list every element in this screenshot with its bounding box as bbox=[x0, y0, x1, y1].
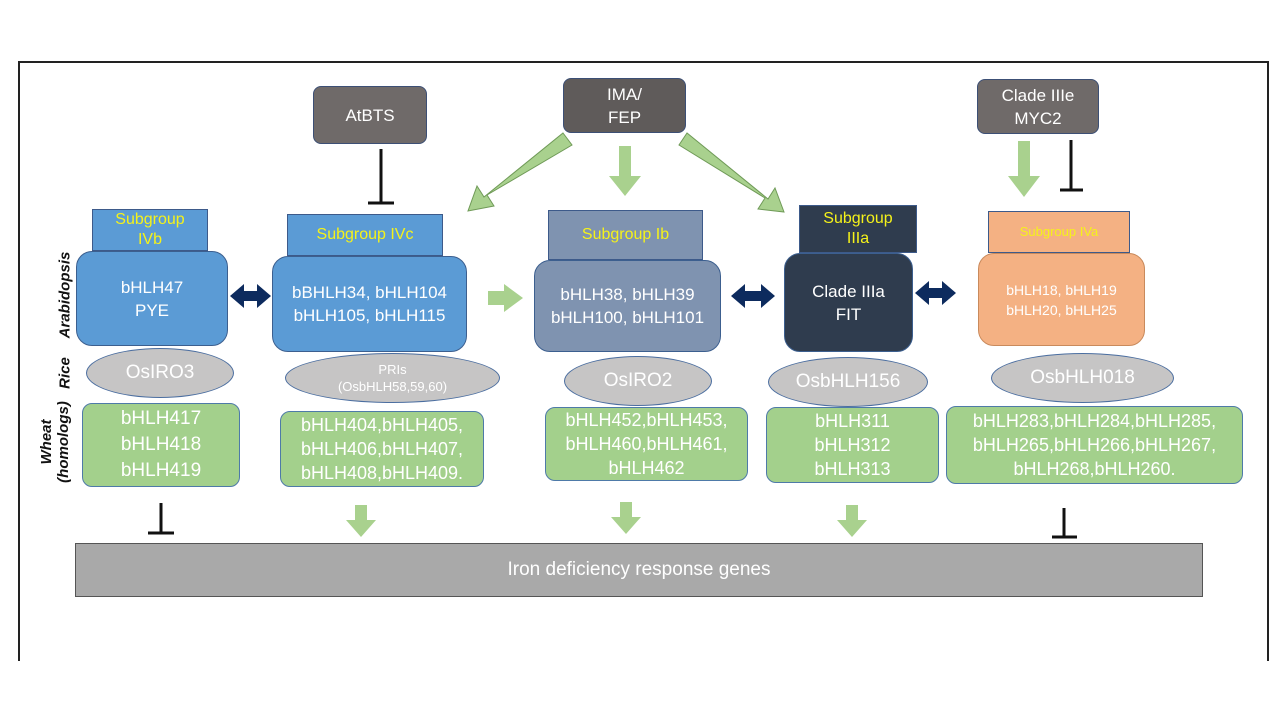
ib-to-genes-arrow bbox=[611, 502, 641, 534]
clade3e-to-iva-arrow bbox=[1008, 141, 1040, 197]
iva-inhibition-mark bbox=[1052, 508, 1077, 539]
atbts-box: AtBTS bbox=[313, 86, 427, 144]
iron-deficiency-genes-label: Iron deficiency response genes bbox=[507, 559, 771, 580]
ivc-to-genes-arrow bbox=[346, 505, 376, 537]
ima-fep-box: IMA/ FEP bbox=[563, 78, 686, 133]
ivc-rice-ellipse: PRIs(OsbHLH58,59,60) bbox=[285, 353, 500, 403]
fep-label: FEP bbox=[607, 107, 642, 127]
ivc-wheat-box: bHLH404,bHLH405,bHLH406,bHLH407,bHLH408,… bbox=[280, 411, 484, 487]
subgroup-ivc-header: Subgroup IVc bbox=[287, 214, 443, 256]
ivc-to-ib-arrow bbox=[488, 284, 523, 312]
ib-iiia-interaction-arrow bbox=[731, 284, 775, 308]
subgroup-ib-header: Subgroup Ib bbox=[548, 210, 703, 260]
ivb-ivc-interaction-arrow bbox=[230, 284, 271, 308]
ima-to-iiia-arrow bbox=[678, 132, 785, 213]
ima-to-ivc-arrow bbox=[467, 132, 573, 212]
ib-rice-ellipse: OsIRO2 bbox=[564, 356, 712, 406]
clade3e-box: Clade IIIe MYC2 bbox=[977, 79, 1099, 134]
ima-to-ib-arrow bbox=[609, 146, 641, 196]
iva-rice-ellipse: OsbHLH018 bbox=[991, 353, 1174, 403]
diagram-frame bbox=[18, 61, 1269, 661]
ivb-inhibition-mark bbox=[148, 503, 174, 535]
ivb-rice-ellipse: OsIRO3 bbox=[86, 348, 234, 398]
myc2-label: MYC2 bbox=[1014, 108, 1062, 128]
atbts-inhibition-mark bbox=[368, 149, 394, 205]
arabidopsis-side-label: Arabidopsis bbox=[56, 251, 74, 339]
wheat-side-label: Wheat(homologs) bbox=[38, 401, 72, 483]
iiia-iva-interaction-arrow bbox=[915, 281, 956, 305]
clade3e-label: Clade IIIe bbox=[1001, 85, 1075, 105]
iron-deficiency-genes-bar: Iron deficiency response genes bbox=[75, 543, 1203, 597]
ib-wheat-box: bHLH452,bHLH453,bHLH460,bHLH461,bHLH462 bbox=[545, 407, 748, 481]
ima-label: IMA/ bbox=[607, 84, 642, 104]
atbts-label: AtBTS bbox=[345, 105, 395, 125]
iva-wheat-box: bHLH283,bHLH284,bHLH285,bHLH265,bHLH266,… bbox=[946, 406, 1243, 484]
subgroup-iva-header: Subgroup IVa bbox=[988, 211, 1130, 253]
clade3e-inhibition-mark bbox=[1060, 140, 1083, 192]
iiia-rice-ellipse: OsbHLH156 bbox=[768, 357, 928, 407]
iiia-to-genes-arrow bbox=[837, 505, 867, 537]
rice-side-label: Rice bbox=[56, 357, 74, 389]
